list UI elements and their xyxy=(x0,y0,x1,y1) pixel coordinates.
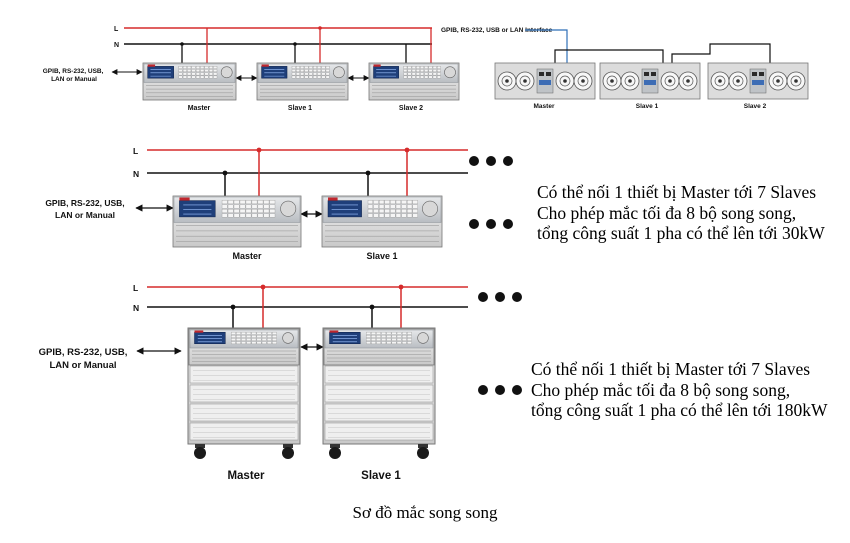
rear-slave-1-label: Slave 1 xyxy=(636,103,659,110)
slave-2-label: Slave 2 xyxy=(399,105,423,112)
master-label: Master xyxy=(227,470,265,482)
section-3: L N GPIB, RS-232, USB,LAN or Manual Mast… xyxy=(39,283,522,482)
figure-caption: Sơ đồ mắc song song xyxy=(352,503,498,522)
slave-1-unit xyxy=(321,195,443,248)
section-1-rear-view: GPIB, RS-232, USB or LAN Interface Maste… xyxy=(441,27,809,110)
note-line: Cho phép mắc tối đa 8 bộ song song, xyxy=(531,379,791,400)
link-cable xyxy=(671,43,771,64)
interface-wire xyxy=(525,29,568,37)
note-line: tổng công suất 1 pha có thể lên tới 180k… xyxy=(531,400,828,420)
neutral-line-label: N xyxy=(114,42,119,49)
rear-slave-2-label: Slave 2 xyxy=(744,103,767,110)
slave-1-label: Slave 1 xyxy=(361,470,401,482)
slave-1-unit xyxy=(256,62,349,101)
note-line: Cho phép mắc tối đa 8 bộ song song, xyxy=(537,202,797,223)
slave-1-label: Slave 1 xyxy=(288,105,312,112)
master-cabinet xyxy=(187,327,301,459)
slave-1-label: Slave 1 xyxy=(366,251,397,261)
live-line-label: L xyxy=(133,146,138,156)
master-unit xyxy=(142,62,237,101)
note-line: Có thể nối 1 thiết bị Master tới 7 Slave… xyxy=(531,359,811,379)
master-unit xyxy=(172,195,302,248)
interface-label: GPIB, RS-232, USB, LAN or Manual xyxy=(43,68,106,83)
master-cabinet-panel xyxy=(188,328,300,366)
live-line-label: L xyxy=(114,26,119,33)
master-rear-unit xyxy=(494,62,596,100)
section-2: L N GPIB, RS-232, USB,LAN or Manual Mast… xyxy=(45,146,513,261)
section-1: L N GPIB, RS-232, USB, LAN or Manual Mas… xyxy=(43,26,460,112)
interface-label-top-right: GPIB, RS-232, USB or LAN Interface xyxy=(441,27,553,34)
slave-1-cabinet xyxy=(322,327,436,459)
slave-2-rear-unit xyxy=(707,62,809,100)
slave-1-cabinet-panel xyxy=(323,328,435,366)
interface-label: GPIB, RS-232, USB,LAN or Manual xyxy=(45,198,124,220)
interface-label: GPIB, RS-232, USB,LAN or Manual xyxy=(39,347,128,371)
note-line: Có thể nối 1 thiết bị Master tới 7 Slave… xyxy=(537,182,817,202)
section-3-description: Có thể nối 1 thiết bị Master tới 7 Slave… xyxy=(531,359,827,421)
ellipsis-dots xyxy=(469,156,513,229)
neutral-line-label: N xyxy=(133,303,139,313)
neutral-line-label: N xyxy=(133,169,139,179)
section-2-description: Có thể nối 1 thiết bị Master tới 7 Slave… xyxy=(537,182,825,244)
link-cable xyxy=(554,49,664,64)
rear-master-label: Master xyxy=(534,103,555,110)
ellipsis-dots xyxy=(478,292,522,395)
note-line: tổng công suất 1 pha có thể lên tới 30kW xyxy=(537,223,825,243)
slave-1-rear-unit xyxy=(599,62,701,100)
slave-2-unit xyxy=(368,62,460,101)
master-label: Master xyxy=(188,105,211,112)
master-label: Master xyxy=(232,251,262,261)
live-line-label: L xyxy=(133,283,138,293)
